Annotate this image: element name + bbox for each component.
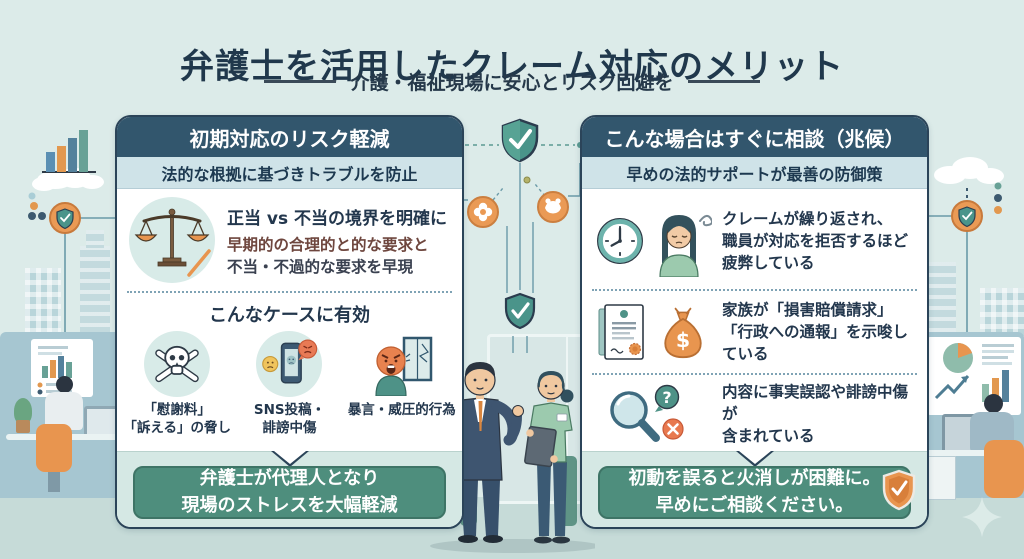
left-panel-subheader: 法的な根拠に基づきトラブルを防止 (117, 157, 462, 189)
right-panel-subheader: 早めの法的サポートが最善の防御策 (582, 157, 927, 189)
worker-body (45, 392, 83, 430)
document-icon (598, 304, 644, 360)
sns-phone-icon (256, 331, 323, 397)
worker-head (984, 394, 1003, 413)
dotted-divider (592, 373, 917, 375)
cases-heading: こんなケースに有効 (208, 305, 371, 326)
clock-icon (597, 218, 643, 264)
dot-orange (30, 202, 38, 210)
sign-icons (592, 205, 714, 277)
chair-post (48, 472, 60, 492)
bar-chart-cloud-icon (32, 130, 104, 191)
office-chair (984, 440, 1024, 498)
sign-text: クレームが繰り返され、 職員が対応を拒否するほど 疲弊している (722, 210, 909, 272)
handshake-badge-icon (537, 191, 569, 223)
sign-text: 家族が「損害賠償請求」 「行政への通報」を示唆している (722, 301, 909, 363)
case-item: 暴言・威圧的行為 (348, 331, 456, 420)
left-office-scene (0, 332, 132, 498)
dotted-divider (592, 289, 917, 291)
building-left-tower-top (86, 230, 104, 248)
sign-row: ? 内容に事実誤認や誹謗中傷が 含まれている (592, 379, 919, 449)
notch (273, 451, 306, 464)
skull-crossbones-icon (144, 331, 211, 397)
dot-navy (28, 212, 36, 220)
dot-navy (994, 194, 1002, 202)
dot-orange (994, 206, 1002, 214)
whiteboard-pie-chart-icon (927, 337, 1021, 415)
right-panel-header: こんな場合はすぐに相談（兆候） (582, 117, 927, 157)
x-badge-icon (662, 418, 684, 440)
center-connector-decor (457, 118, 583, 353)
dot-teal (994, 182, 1002, 190)
angry-person-icon (369, 331, 435, 397)
case-item: 「慰謝料」 「訴える」の脅し (123, 331, 231, 437)
worker-head (56, 376, 73, 393)
sign-icons: $ (592, 301, 714, 363)
office-chair (36, 424, 72, 472)
scales-of-justice-icon (129, 197, 215, 283)
legal-point-row: 正当 vs 不当の境界を明確に 早期的の合理的と的な要求と 不当・不過的な要求を… (129, 197, 454, 283)
point-line-2: 早期的の合理的と的な要求と (227, 235, 429, 254)
lawyer-and-caregiver-illustration (430, 362, 595, 553)
sign-row: クレームが繰り返され、 職員が対応を拒否するほど 疲弊している (592, 195, 919, 287)
right-panel-footer-strip: 初動を誤ると火消しが困難に。 早めにご相談ください。 (582, 451, 927, 527)
caregiver-figure (524, 371, 574, 544)
question-bubble-icon: ? (654, 384, 680, 412)
left-panel-header: 初期対応のリスク軽減 (117, 117, 462, 157)
page-subtitle: 介護・福祉現場に安心とリスク回避を (350, 72, 674, 94)
svg-text:$: $ (676, 328, 690, 352)
plant-pot (16, 420, 30, 433)
left-panel-footer-strip: 弁護士が代理人となり 現場のストレスを大幅軽減 (117, 451, 462, 527)
dot-lightblue (28, 192, 36, 200)
subtitle-dash-right (687, 80, 760, 83)
desk (904, 450, 1022, 456)
shield-check-icon-top (501, 118, 539, 163)
sparkle-icon (962, 497, 1002, 537)
sign-text: 内容に事実誤認や誹謗中傷が 含まれている (722, 383, 909, 445)
right-conclusion-box: 初動を誤ると火消しが困難に。 早めにご相談ください。 (598, 466, 911, 519)
case-item: SNS投稿・ 誹謗中傷 (235, 331, 343, 437)
cloud-icon (934, 157, 1004, 184)
dot-navy (38, 212, 46, 220)
whiteboard-bar-chart-icon (31, 339, 93, 397)
left-margin-decor (28, 130, 115, 350)
flower-badge-icon (467, 196, 499, 228)
sign-row: $ 家族が「損害賠償請求」 「行政への通報」を示唆している (592, 295, 919, 369)
plant-icon (14, 398, 32, 424)
money-bag-icon: $ (664, 307, 702, 359)
right-panel: こんな場合はすぐに相談（兆候） 早めの法的サポートが最善の防御策 (580, 115, 929, 529)
case-label: 「慰謝料」 「訴える」の脅し (123, 402, 231, 436)
notch (738, 451, 771, 464)
left-panel-body: 正当 vs 不当の境界を明確に 早期的の合理的と的な要求と 不当・不過的な要求を… (117, 189, 462, 453)
sign-icons: ? (592, 382, 714, 446)
case-label: 暴言・威圧的行為 (347, 402, 456, 418)
left-conclusion-box: 弁護士が代理人となり 現場のストレスを大幅軽減 (133, 466, 446, 519)
cases-row: 「慰謝料」 「訴える」の脅し (121, 331, 458, 437)
orange-shield-check-icon (882, 469, 916, 510)
right-panel-body: クレームが繰り返され、 職員が対応を拒否するほど 疲弊している (582, 189, 927, 453)
magnifier-icon: ? (610, 384, 684, 442)
page-subtitle-row: 介護・福祉現場に安心とリスク回避を (0, 68, 1024, 95)
shield-badge-icon (49, 202, 81, 234)
case-label: SNS投稿・ 誹謗中傷 (253, 402, 326, 436)
tired-staff-icon (659, 215, 712, 277)
left-panel: 初期対応のリスク軽減 法的な根拠に基づきトラブルを防止 (115, 115, 464, 529)
subtitle-dash-left (264, 80, 337, 83)
point-line-3: 不当・不過的な要求を早現 (227, 257, 414, 276)
lawyer-figure (447, 362, 524, 543)
dotted-divider (127, 291, 452, 293)
point-line-1: 正当 vs 不当の境界を明確に (227, 208, 448, 229)
right-margin-decor (905, 157, 1004, 350)
shield-check-icon-bottom (504, 292, 536, 330)
shield-badge-icon (951, 200, 983, 232)
svg-text:?: ? (662, 388, 671, 407)
legal-point-text: 正当 vs 不当の境界を明確に 早期的の合理的と的な要求と 不当・不過的な要求を… (227, 204, 447, 277)
